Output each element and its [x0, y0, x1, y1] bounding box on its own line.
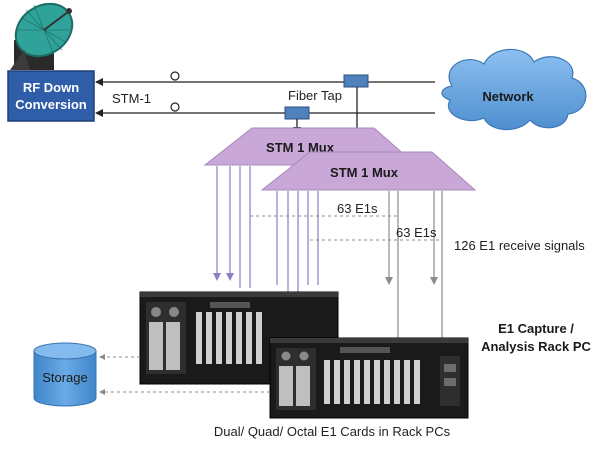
fiber-tap-label: Fiber Tap	[288, 88, 342, 103]
satellite-dish-icon	[10, 2, 74, 70]
fiber-connector	[170, 102, 180, 112]
stm1-label: STM-1	[112, 91, 151, 106]
fiber-connector	[170, 71, 180, 81]
fiber-tap-device	[284, 106, 310, 120]
network-label: Network	[482, 89, 534, 104]
e1s-label-1: 63 E1s	[337, 201, 378, 216]
capture-label-line1: E1 Capture /	[498, 321, 574, 336]
rf-label-line1: RF Down	[23, 80, 79, 95]
receive-signals-label: 126 E1 receive signals	[454, 238, 585, 253]
rack-pc-icon	[269, 337, 469, 419]
rf-down-conversion-box: RF Down Conversion	[7, 70, 95, 122]
stm1-mux-2: STM 1 Mux	[260, 151, 477, 191]
network-cloud: Network	[441, 48, 587, 131]
rf-label-line2: Conversion	[15, 97, 87, 112]
e1s-label-2: 63 E1s	[396, 225, 437, 240]
caption: Dual/ Quad/ Octal E1 Cards in Rack PCs	[214, 424, 451, 439]
mux2-label: STM 1 Mux	[330, 165, 399, 180]
capture-label-line2: Analysis Rack PC	[481, 339, 591, 354]
storage-label: Storage	[42, 370, 88, 385]
mux1-label: STM 1 Mux	[266, 140, 335, 155]
e1-lines-group-1	[213, 166, 251, 288]
storage-cylinder: Storage	[33, 342, 97, 407]
fiber-tap-device	[343, 74, 369, 88]
e1-lines-group-2	[276, 191, 443, 338]
